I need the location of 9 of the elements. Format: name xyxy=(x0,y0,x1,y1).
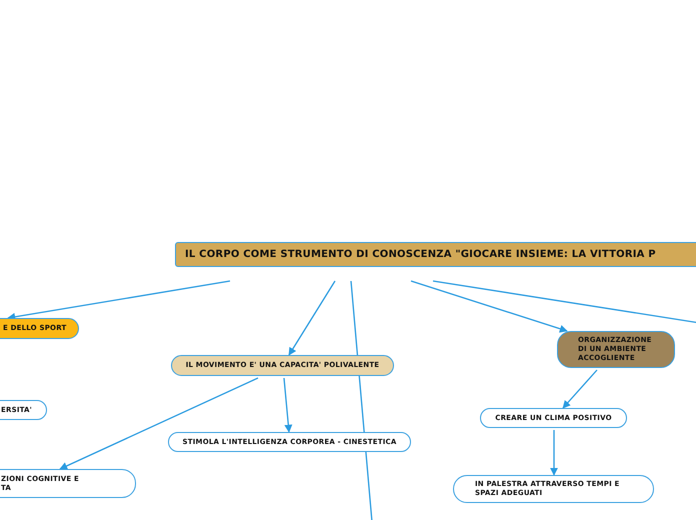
connector-line xyxy=(432,280,696,324)
arrow xyxy=(562,370,598,409)
arrow xyxy=(410,280,568,333)
arrow xyxy=(550,430,558,476)
arrow xyxy=(283,378,292,433)
arrow xyxy=(7,280,230,321)
arrow xyxy=(59,377,258,470)
central-topic-box: IL CORPO COME STRUMENTO DI CONOSCENZA "GIOCARE INSIEME: LA VITTORIA P xyxy=(175,242,696,267)
arrow xyxy=(288,280,336,356)
